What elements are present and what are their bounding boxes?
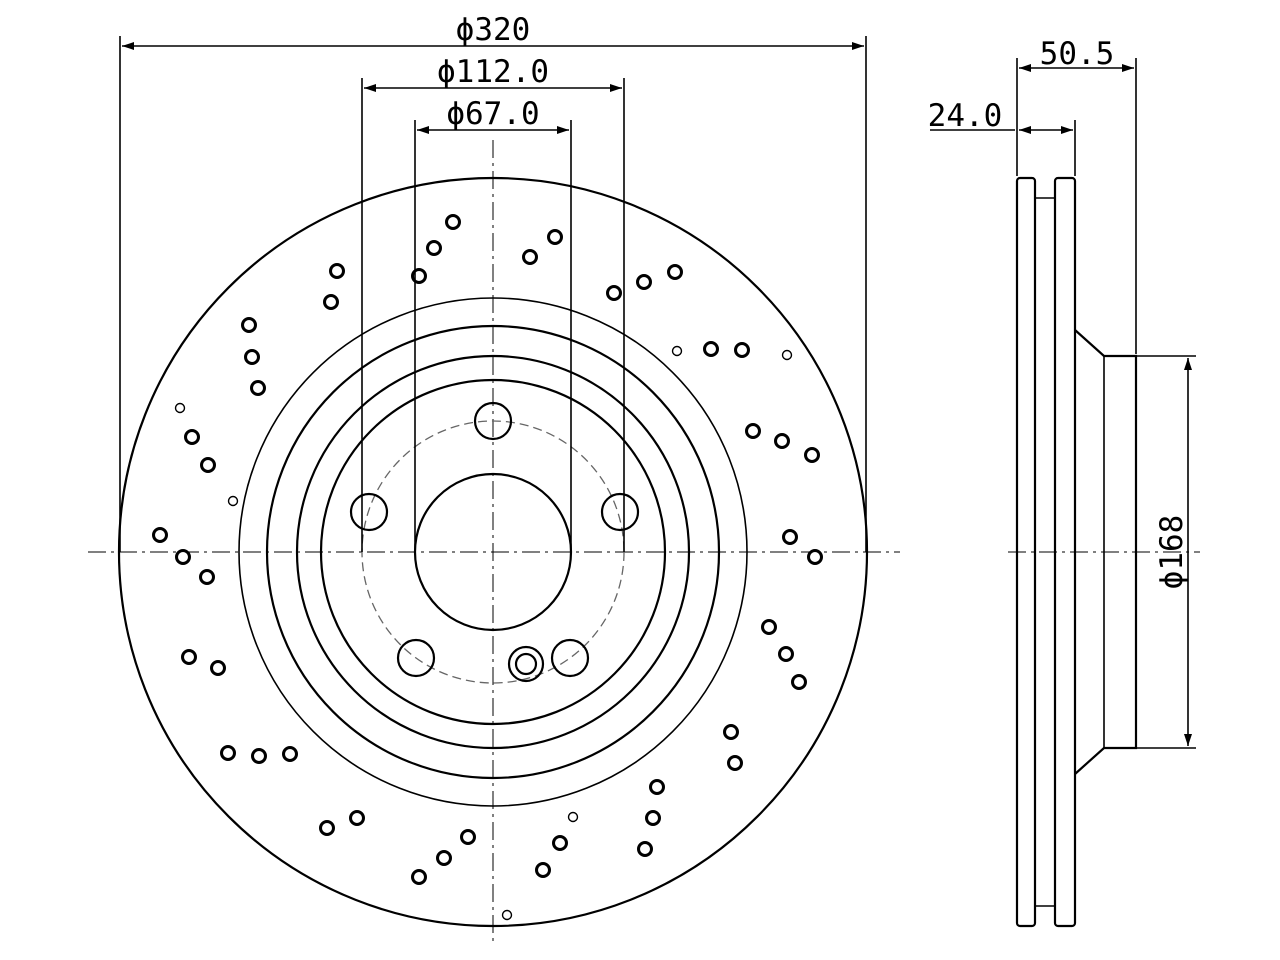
drill-hole [445,214,461,230]
friction-ring-inner-edge [238,297,748,807]
drill-hole [220,745,236,761]
dimension-bolt-circle: ϕ112.0 [361,54,625,552]
drill-hole [250,380,266,396]
drill-hole [522,249,538,265]
drill-hole [606,285,622,301]
drill-hole [349,810,365,826]
bolt-hole [473,401,513,441]
drill-hole [241,317,257,333]
small-vent-hole [671,345,683,357]
outer-diameter-label: ϕ320 [456,12,531,48]
drill-hole [791,674,807,690]
dimension-hat-diameter: ϕ168 [1136,355,1196,749]
drill-hole [426,240,442,256]
drill-hole [319,820,335,836]
drill-hole [535,862,551,878]
drill-hole [547,229,563,245]
small-vent-hole [174,402,186,414]
drill-hole [436,850,452,866]
drill-hole [244,349,260,365]
drill-hole [667,264,683,280]
bolt-hole [349,492,389,532]
center-bore-label: ϕ67.0 [446,96,539,132]
drill-hole [200,457,216,473]
dimension-disc-thickness: 24.0 [928,98,1076,176]
drill-hole [251,748,267,764]
total-height-label: 50.5 [1040,36,1115,72]
drill-hole [552,835,568,851]
dimension-outer-diameter: ϕ320 [119,12,867,552]
side-view: 50.5 24.0 ϕ168 [928,36,1200,928]
drill-hole [460,829,476,845]
drill-hole [734,342,750,358]
drill-hole [411,869,427,885]
drill-hole [778,646,794,662]
drill-hole [804,447,820,463]
hat-profile [1074,329,1138,775]
front-view: ϕ320 ϕ112.0 ϕ67.0 [88,12,900,945]
drill-hole [636,274,652,290]
drill-hole [782,529,798,545]
bolt-hole [550,638,590,678]
dimension-center-bore: ϕ67.0 [414,96,572,552]
disc-thickness-label: 24.0 [928,98,1003,134]
drill-hole [323,294,339,310]
drill-hole [282,746,298,762]
locating-screw-hole-outer [507,645,545,683]
small-vent-hole [501,909,513,921]
drill-hole [175,549,191,565]
hat-diameter-label: ϕ168 [1154,515,1190,590]
dimension-total-height: 50.5 [1016,36,1137,354]
cross-drill-holes [152,214,823,921]
drill-hole [152,527,168,543]
small-vent-hole [227,495,239,507]
drill-hole [210,660,226,676]
locating-screw-hole-inner [514,652,538,676]
drill-hole [745,423,761,439]
hat-outer-step [265,324,721,780]
drill-hole [184,429,200,445]
hat-middle-step [295,354,691,750]
drill-hole [645,810,661,826]
drill-hole [807,549,823,565]
bolt-hole [600,492,640,532]
drill-hole [329,263,345,279]
small-vent-hole [567,811,579,823]
small-vent-hole [781,349,793,361]
bolt-circle-label: ϕ112.0 [437,54,549,90]
drill-hole [703,341,719,357]
drill-hole [199,569,215,585]
disc-outer-edge [117,176,869,928]
drill-hole [637,841,653,857]
bolt-holes [349,401,640,678]
drill-hole [774,433,790,449]
bolt-hole [396,638,436,678]
drill-hole [727,755,743,771]
drill-hole [649,779,665,795]
drill-hole [761,619,777,635]
hat-inner-step [319,378,667,726]
drill-hole [181,649,197,665]
drill-hole [723,724,739,740]
